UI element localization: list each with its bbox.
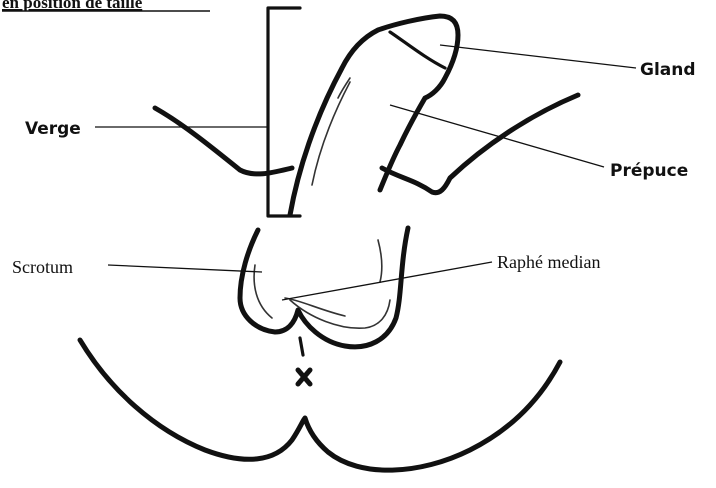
prepuce-leader <box>390 105 604 167</box>
scrotum-left-fold <box>254 265 272 318</box>
scrotum-leader <box>108 265 262 272</box>
buttocks-outline <box>80 340 560 470</box>
shaft-inner-line <box>312 82 350 185</box>
penis-outline <box>290 16 458 215</box>
label-raphe-median: Raphé median <box>497 252 600 272</box>
label-gland: Gland <box>640 60 696 80</box>
scrotum-outline <box>240 228 408 347</box>
gland-leader <box>440 45 636 68</box>
left-thigh-outline <box>155 108 292 174</box>
glans-corona <box>390 32 445 68</box>
right-thigh-outline <box>382 95 578 193</box>
raphe-leader <box>282 262 492 300</box>
raphe-line <box>285 298 345 316</box>
label-prepuce: Prépuce <box>610 161 688 181</box>
anus-mark <box>298 370 310 384</box>
label-verge: Verge <box>25 119 81 139</box>
perineum-mark-top <box>300 338 303 355</box>
scrotum-right-shade <box>378 240 382 282</box>
label-scrotum: Scrotum <box>12 257 73 277</box>
diagram-heading: en position de taille <box>2 0 143 12</box>
